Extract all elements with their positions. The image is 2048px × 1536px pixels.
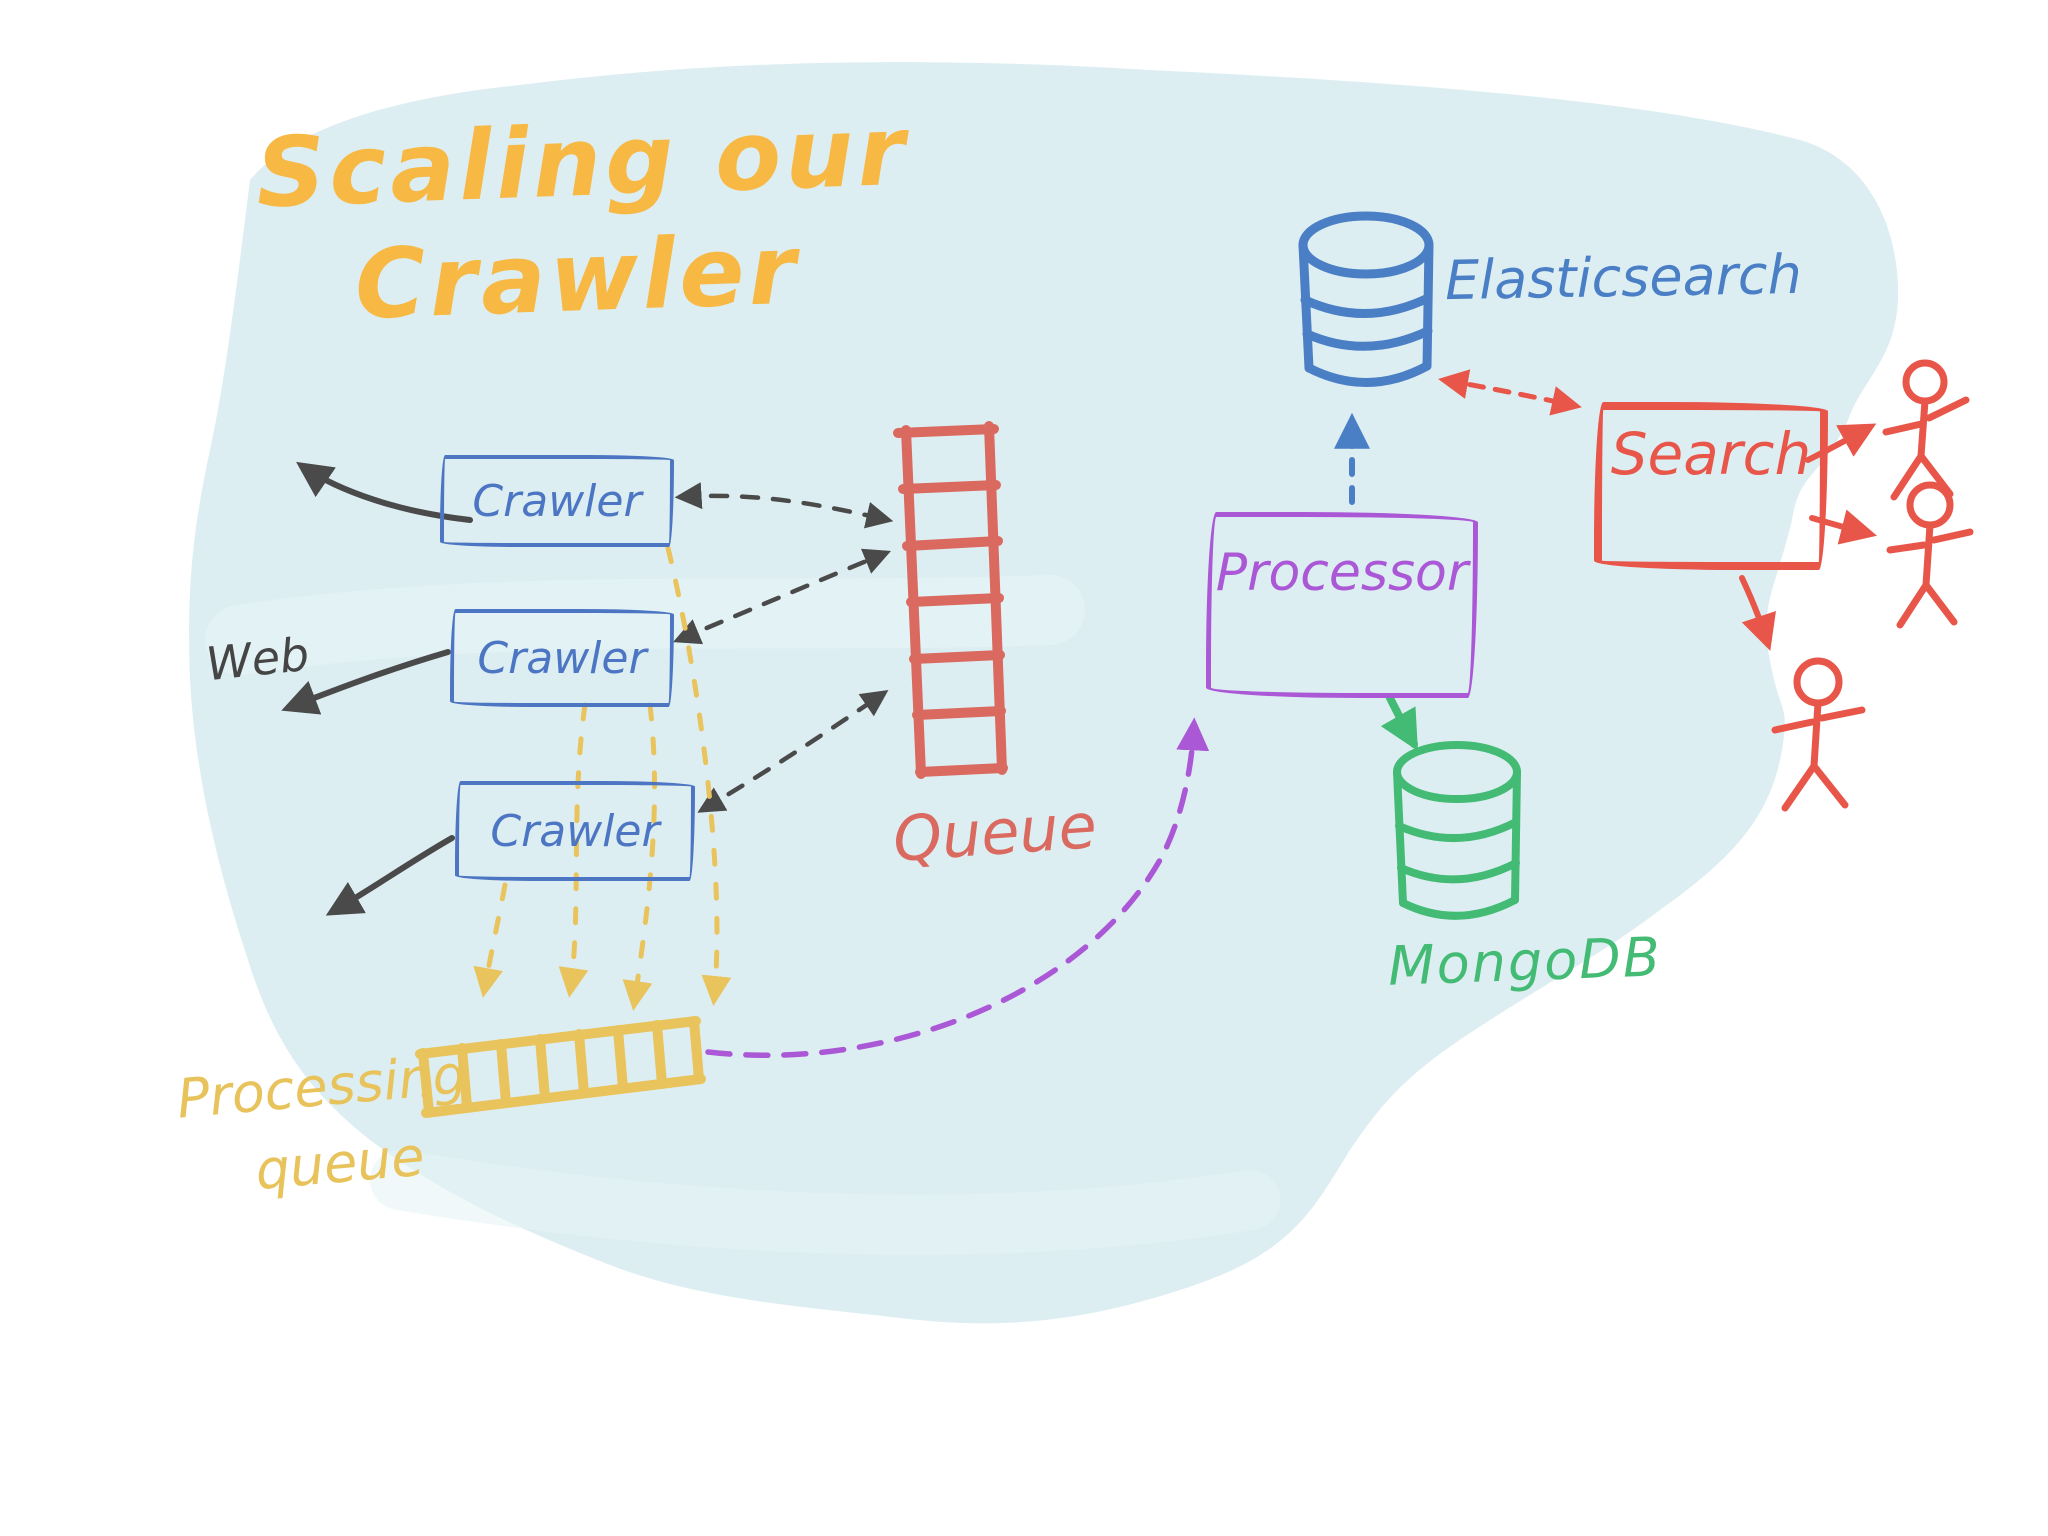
arrow-crawler2-queue — [673, 548, 891, 645]
processing-queue-divider — [535, 1034, 550, 1103]
processing-queue-divider — [689, 1016, 704, 1084]
user-1-arms — [1882, 396, 1970, 436]
processing-queue-divider — [613, 1025, 628, 1093]
processing-queue-divider — [457, 1043, 472, 1112]
user-2-arms — [1886, 528, 1974, 554]
arrow-processing-queue-to-processor — [705, 717, 1210, 1058]
crawler-1-label: Crawler — [472, 475, 642, 527]
crawler-3-label: Crawler — [490, 805, 660, 857]
queue-rung — [915, 763, 1008, 777]
queue-label: Queue — [890, 788, 1099, 877]
arrow-crawler3-to-web — [325, 835, 455, 916]
crawler-node-3: Crawler — [455, 781, 695, 881]
user-3-body — [1810, 699, 1822, 770]
elasticsearch-cylinder-stripe — [1300, 293, 1433, 318]
user-stick-figure-1 — [1882, 359, 1970, 501]
user-3-arms — [1771, 706, 1866, 734]
crawler-node-1: Crawler — [440, 455, 674, 547]
processing-queue-divider — [574, 1029, 589, 1098]
elasticsearch-cylinder-stripe — [1302, 326, 1433, 351]
mongodb-cylinder-icon — [1393, 741, 1521, 920]
processing-queue-ladder — [415, 1016, 706, 1118]
arrow-crawler1-queue — [674, 482, 894, 529]
elasticsearch-cylinder-icon — [1298, 211, 1434, 387]
arrow-search-elasticsearch — [1438, 369, 1582, 416]
processing-queue-divider — [418, 1048, 434, 1117]
elasticsearch-cylinder-side — [1422, 240, 1434, 371]
arrow-search-to-user-3 — [1739, 575, 1776, 651]
arrow-crawler2-processing-queue — [622, 702, 658, 1011]
user-3-legs — [1781, 762, 1849, 812]
elasticsearch-cylinder-bottom — [1304, 361, 1432, 387]
user-stick-figure-2 — [1886, 481, 1974, 629]
queue-rung — [902, 536, 1003, 551]
arrow-processor-to-mongodb — [1380, 694, 1418, 751]
queue-rung — [906, 593, 1004, 607]
queue-ladder — [893, 421, 1008, 779]
mongodb-cylinder-bottom — [1399, 896, 1519, 920]
user-1-head — [1902, 359, 1948, 405]
user-2-legs — [1896, 581, 1958, 629]
queue-rung — [893, 424, 999, 438]
user-stick-figure-3 — [1771, 657, 1866, 812]
crawler-2-label: Crawler — [477, 632, 647, 684]
mongodb-label: MongoDB — [1386, 925, 1663, 998]
mongodb-cylinder-side — [1393, 768, 1407, 907]
crawler-node-2: Crawler — [450, 609, 674, 707]
processing-queue-label: Processing queue — [174, 1036, 477, 1217]
queue-rung — [912, 706, 1006, 720]
web-label: Web — [203, 626, 312, 692]
arrow-crawler3-queue — [697, 689, 889, 813]
processing-queue-divider — [496, 1039, 511, 1108]
search-label: Search — [1610, 420, 1812, 488]
diagram-title: Scaling our Crawler — [254, 77, 916, 363]
search-node: Search — [1594, 402, 1828, 570]
arrow-crawler3-processing-queue — [473, 882, 508, 998]
processor-node: Processor — [1206, 512, 1478, 698]
arrow-crawler2-to-web — [281, 649, 451, 715]
processing-queue-divider — [652, 1020, 667, 1089]
user-3-head — [1793, 657, 1843, 707]
wash-highlight-streak-2 — [370, 1150, 1280, 1255]
mongodb-cylinder-side — [1511, 768, 1521, 904]
mongodb-cylinder-stripe — [1395, 818, 1520, 842]
user-2-head — [1906, 481, 1954, 529]
processor-label: Processor — [1215, 543, 1469, 603]
user-1-body — [1917, 397, 1929, 460]
mongodb-cylinder-stripe — [1397, 859, 1520, 884]
elasticsearch-label: Elasticsearch — [1444, 242, 1803, 313]
elasticsearch-cylinder-side — [1298, 240, 1314, 373]
queue-rung — [898, 480, 1001, 494]
user-2-body — [1922, 521, 1934, 589]
queue-rung — [909, 650, 1005, 664]
